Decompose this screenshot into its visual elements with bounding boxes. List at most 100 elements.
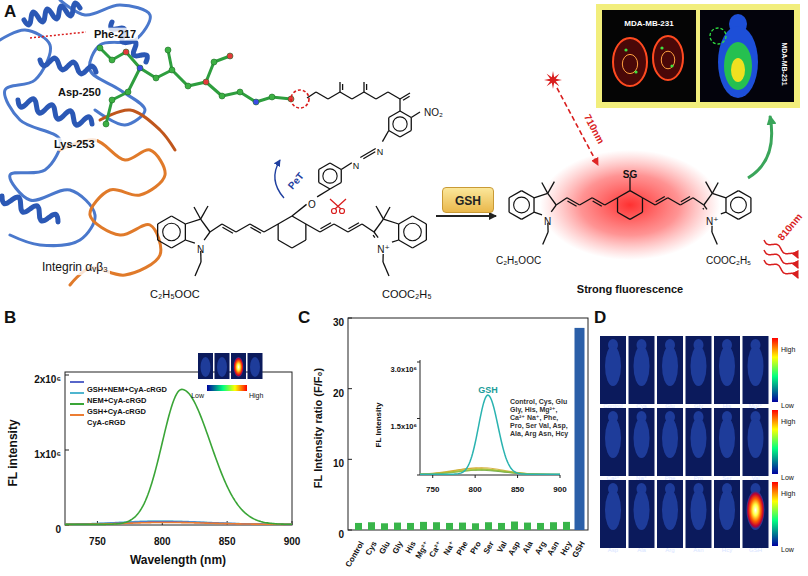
bond <box>398 224 399 240</box>
bond <box>158 216 172 224</box>
ratio-marker <box>563 522 570 530</box>
figure-label: 850 <box>511 485 524 494</box>
tick <box>348 459 352 460</box>
figure-label: Phe-217 <box>92 28 138 41</box>
bond <box>328 92 340 99</box>
bond <box>618 212 630 219</box>
bond <box>157 224 158 240</box>
bond <box>374 219 383 232</box>
protein-helix <box>18 99 92 126</box>
ratio-marker <box>420 522 427 530</box>
hot-spot <box>747 491 765 529</box>
figure-label: 800 <box>154 536 171 548</box>
figure-label: FL Intensity <box>374 403 383 448</box>
bond <box>306 224 320 232</box>
ratio-marker <box>394 523 401 530</box>
figure-label: 750 <box>89 536 106 548</box>
bond <box>712 193 726 197</box>
aromatic-ring <box>514 197 530 213</box>
bond <box>278 240 292 248</box>
node-label: Cys <box>636 403 646 410</box>
mouse-body <box>662 346 678 386</box>
peptide-atom <box>109 97 115 103</box>
bond <box>712 232 717 245</box>
ratio-marker <box>381 523 388 530</box>
figure-label: COOC₂H₅ <box>382 288 432 301</box>
figure-label: Integrin αᵥβ₃ <box>40 261 110 275</box>
figure-label: C <box>298 308 310 328</box>
colorbar <box>772 410 778 474</box>
tick <box>65 375 69 376</box>
tile-ground <box>714 408 740 476</box>
inset-colorbar <box>207 385 247 391</box>
bond <box>543 232 548 245</box>
mouse-body <box>634 490 650 530</box>
figure-label: 800 <box>468 485 481 494</box>
tick <box>560 475 561 478</box>
figure-label: 30 <box>333 317 344 329</box>
bond <box>605 198 618 205</box>
scissors-icon <box>330 199 346 214</box>
bond <box>264 224 278 232</box>
figure-label: Wavelength (nm) <box>130 554 226 568</box>
figure-label: Na⁺ <box>441 540 456 557</box>
image-tile: Glu <box>657 336 683 404</box>
image-tile: His <box>714 336 740 404</box>
figure-label: N <box>353 161 360 171</box>
ratio-marker <box>368 522 375 530</box>
bond <box>341 170 342 183</box>
tick <box>475 475 476 478</box>
emission-arrow <box>764 260 798 278</box>
tick <box>417 362 420 363</box>
bond <box>618 191 630 198</box>
bond <box>534 193 548 197</box>
image-tile: Ser <box>714 408 740 476</box>
bond <box>172 216 186 224</box>
bond <box>702 208 704 209</box>
peptide-atom <box>203 79 209 85</box>
aromatic-ring <box>323 169 337 183</box>
bond <box>318 170 319 183</box>
image-inset: MDA-MB-231 <box>700 10 794 102</box>
bond <box>712 183 718 194</box>
signal-mid <box>724 42 752 90</box>
ratio-marker <box>446 523 453 530</box>
bond <box>363 82 364 92</box>
green-dot <box>634 70 637 73</box>
bond <box>400 93 410 99</box>
figure-label: High <box>249 392 263 400</box>
node-label: Pro <box>694 475 703 482</box>
image-tile: Control <box>600 336 626 404</box>
image-tile: Gly <box>686 336 712 404</box>
aromatic-ring <box>393 117 407 131</box>
legend-sample <box>70 414 84 416</box>
bond <box>399 240 413 248</box>
peptide-atom <box>153 75 159 81</box>
figure-label: 900 <box>284 536 301 548</box>
node-label: Mg²⁺ <box>749 403 763 410</box>
bond <box>533 198 534 212</box>
figure-label: Arg <box>533 540 548 557</box>
bond <box>411 118 412 131</box>
image-tile: Ala <box>629 480 655 548</box>
peptide-atom <box>227 53 233 59</box>
ratio-marker <box>355 523 362 530</box>
figure-label: High <box>781 346 795 354</box>
mouse-body <box>718 26 758 98</box>
figure-label: PeT <box>286 170 307 191</box>
figure-label: Control <box>343 540 365 569</box>
bond <box>342 84 343 90</box>
tile-ground <box>686 336 712 404</box>
bond <box>522 191 534 198</box>
cell-nucleus <box>622 54 637 73</box>
bond <box>185 224 186 240</box>
mouse-body <box>605 418 621 458</box>
figure-label: Low <box>781 546 794 554</box>
bond <box>542 183 548 194</box>
mouse-body <box>605 490 621 530</box>
bond <box>195 262 201 276</box>
image-tile: Cys <box>629 336 655 404</box>
tile-ground <box>686 480 712 548</box>
figure-label: NO₂ <box>424 107 443 119</box>
